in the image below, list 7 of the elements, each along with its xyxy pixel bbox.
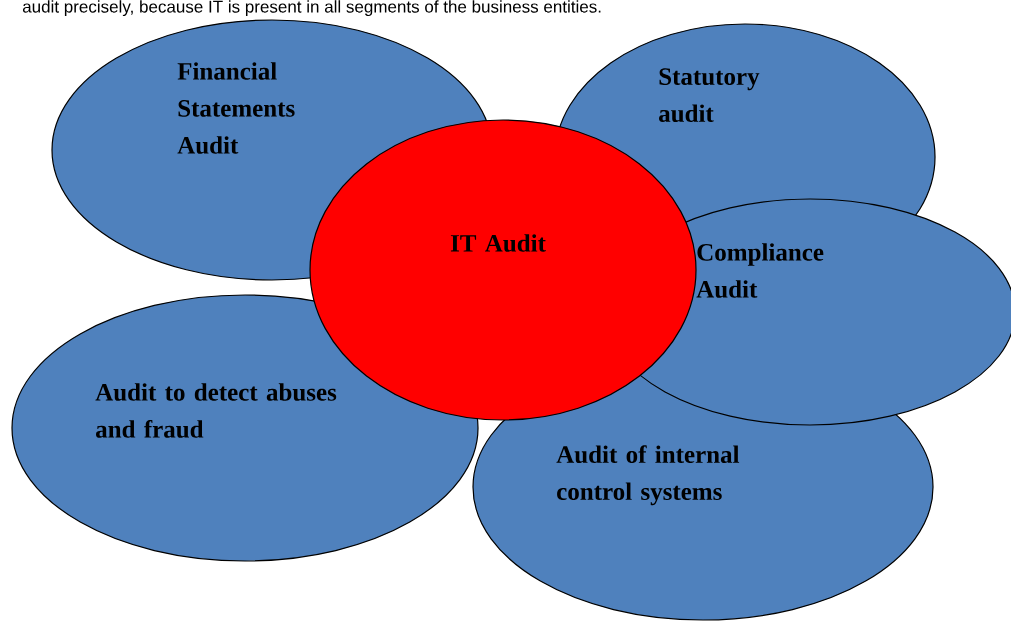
ellipse-label: Compliance Audit	[696, 243, 824, 298]
body-text: audit precisely, because IT is present in all segments of the business entities.	[22, 0, 601, 17]
ellipse-label: Audit of internal control systems	[556, 445, 740, 506]
ellipse-label: Statutory audit	[659, 68, 760, 123]
ellipse-label: IT Audit	[450, 234, 546, 252]
ellipse-label: Financial Statements Audit	[177, 62, 295, 154]
ellipse-label: Audit to detect abuses and fraud	[95, 383, 337, 438]
